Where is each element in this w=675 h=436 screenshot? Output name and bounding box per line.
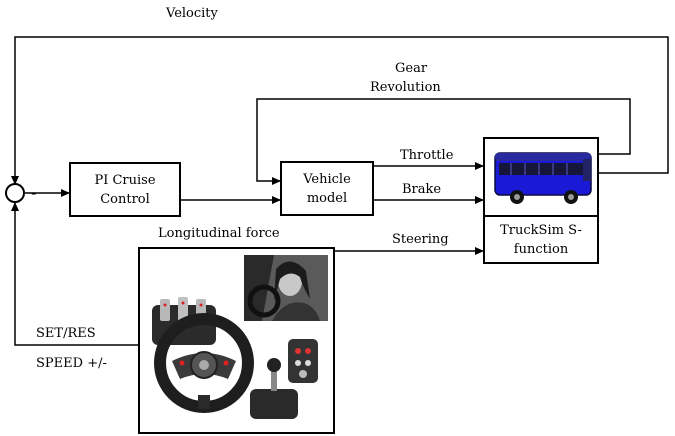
- pi-block-line2: Control: [100, 192, 150, 207]
- pi-block-line1: PI Cruise: [94, 173, 156, 188]
- speed-label: SPEED +/-: [36, 356, 107, 371]
- longitudinal-force-label: Longitudinal force: [158, 226, 280, 241]
- set-res-label: SET/RES: [36, 326, 96, 341]
- summing-junction: [5, 183, 25, 203]
- trucksim-line2: function: [513, 242, 569, 257]
- trucksim-block: TruckSim S- function: [483, 137, 599, 264]
- vehicle-block-line1: Vehicle: [303, 172, 351, 187]
- trucksim-line1: TruckSim S-: [500, 223, 582, 238]
- gear-revolution-line: [256, 98, 631, 185]
- vehicle-model-block: Vehicle model: [280, 161, 374, 216]
- bus-icon: [494, 152, 592, 204]
- gear-label: Gear: [395, 61, 428, 76]
- revolution-label: Revolution: [370, 80, 441, 95]
- velocity-label: Velocity: [166, 6, 218, 21]
- brake-label: Brake: [402, 182, 442, 197]
- minus-sign: -: [31, 186, 37, 201]
- set-res-line: [11, 202, 140, 346]
- vehicle-block-line2: model: [306, 191, 348, 206]
- steering-label: Steering: [392, 232, 449, 247]
- throttle-label: Throttle: [400, 148, 454, 163]
- steering-wheel-pedals-icon: [152, 297, 318, 419]
- steering-wheel-input-block: [138, 247, 335, 434]
- velocity-feedback-line: [11, 36, 669, 185]
- trucksim-divider: [485, 215, 597, 217]
- driver-photo: [244, 255, 328, 321]
- pi-cruise-control-block: PI Cruise Control: [69, 162, 181, 217]
